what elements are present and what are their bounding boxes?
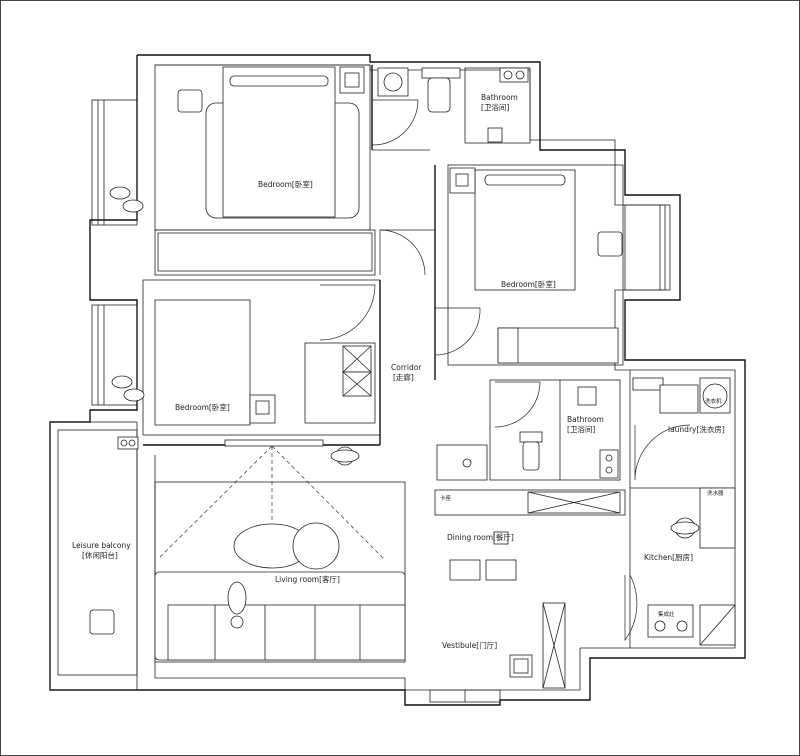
washer-label: 洗衣机 [705, 397, 722, 405]
bathroom-top-cn: [卫浴间] [481, 102, 509, 112]
card-table-label: 卡座 [440, 494, 452, 502]
stove-label: 集成灶 [658, 610, 675, 618]
corridor-label: Corridor [391, 363, 422, 372]
bedroom-top-label: Bedroom[卧室] [258, 179, 313, 189]
living-room-label: Living room[客厅] [275, 574, 340, 584]
bedroom-right-label: Bedroom[卧室] [501, 279, 556, 289]
leisure-balcony-cn: [休闲阳台] [82, 550, 118, 560]
dining-room-label: Dining room[餐厅] [447, 533, 514, 542]
bedroom-left-label: Bedroom[卧室] [175, 402, 230, 412]
furniture [89, 66, 736, 678]
laundry-label: laundry[洗衣房] [668, 424, 725, 434]
vestibule-label: Vestibule[门厅] [442, 641, 497, 650]
sink-label: 洗水器 [707, 489, 724, 497]
doors [319, 99, 691, 642]
bathroom-mid-label: Bathroom [567, 415, 604, 424]
kitchen-label: Kitchen[厨房] [644, 552, 693, 562]
leisure-balcony-label: Leisure balcony [72, 541, 131, 550]
bathroom-mid-cn: [卫浴间] [567, 424, 595, 434]
corridor-cn: [走廊] [393, 372, 414, 382]
bathroom-top-label: Bathroom [481, 93, 518, 102]
